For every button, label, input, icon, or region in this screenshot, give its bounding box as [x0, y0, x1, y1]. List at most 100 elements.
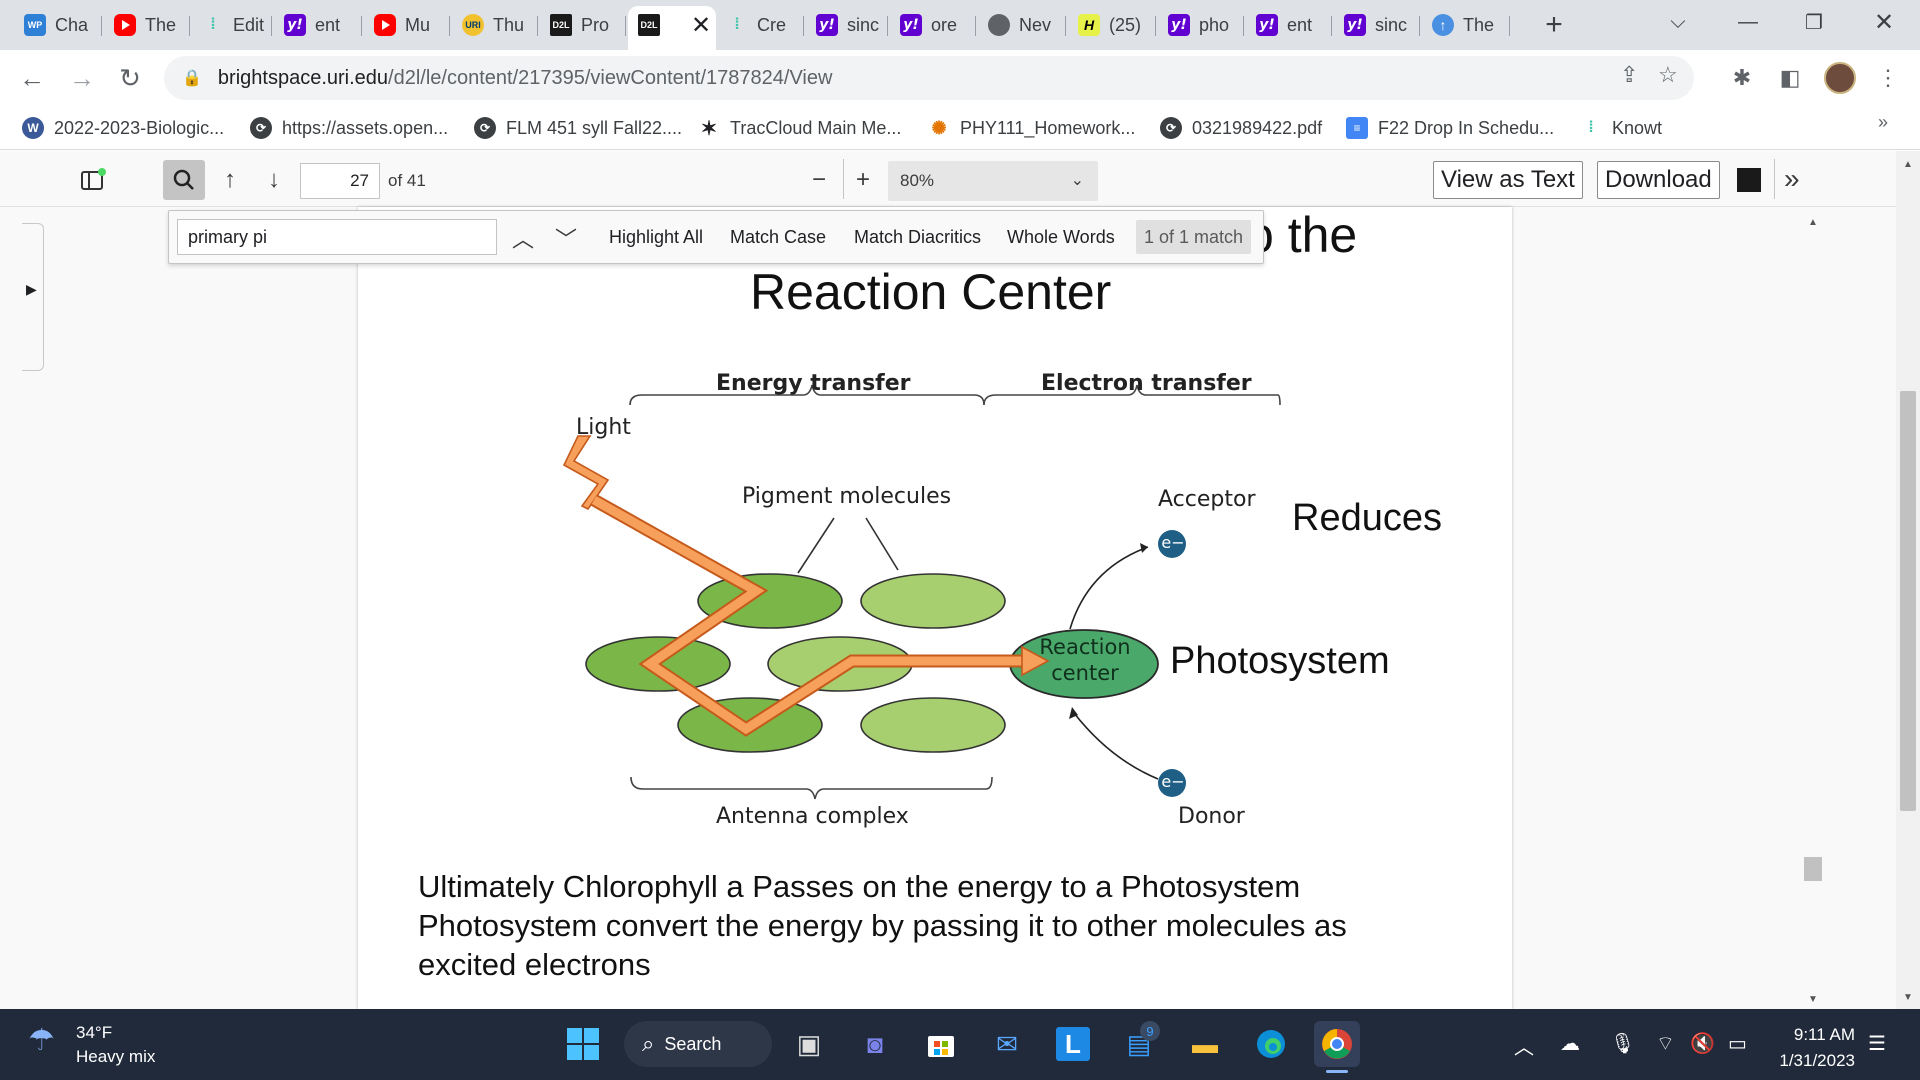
- tray-overflow-chevron-icon[interactable]: ︿: [1514, 1037, 1534, 1059]
- extensions-icon[interactable]: ✱: [1732, 65, 1752, 90]
- presentation-mode-icon[interactable]: [1737, 168, 1761, 192]
- tab[interactable]: H(25): [1068, 6, 1156, 44]
- page-number-input[interactable]: 27: [300, 163, 380, 199]
- onedrive-cloud-icon[interactable]: ☁: [1560, 1033, 1580, 1055]
- pdf-scrollbar[interactable]: ▲ ▼: [1804, 207, 1822, 1009]
- bookmarks-overflow-icon[interactable]: »: [1878, 112, 1889, 132]
- close-window-icon[interactable]: ✕: [1873, 8, 1895, 36]
- weather-temperature[interactable]: 34°F: [76, 1023, 113, 1042]
- windows-logo-glyph: [567, 1028, 599, 1060]
- page-scrollbar[interactable]: ▲ ▼: [1896, 151, 1920, 1009]
- tab[interactable]: ⁞Cre: [716, 6, 804, 44]
- tools-double-chevron-icon[interactable]: »: [1784, 163, 1800, 194]
- restore-icon[interactable]: ❐: [1805, 11, 1823, 34]
- tab-search-chevron-icon[interactable]: ⌵: [1670, 10, 1686, 33]
- new-tab-button[interactable]: +: [1545, 8, 1563, 41]
- sidebar-expand-arrow-icon[interactable]: ▶: [26, 281, 37, 297]
- bookmark-item[interactable]: ⟳0321989422.pdf: [1160, 114, 1322, 142]
- task-view-icon[interactable]: ▣: [796, 1028, 822, 1059]
- tab[interactable]: y!ent: [1246, 6, 1332, 44]
- sidebar-handle[interactable]: [22, 223, 44, 371]
- find-toggle-search-icon[interactable]: [163, 160, 205, 200]
- zoom-select[interactable]: 80%⌄: [888, 161, 1098, 201]
- close-tab-icon[interactable]: ✕: [691, 11, 712, 39]
- next-page-arrow-down-icon[interactable]: ↓: [268, 166, 280, 193]
- scroll-down-arrow-icon[interactable]: ▼: [1808, 994, 1818, 1005]
- zoom-in-plus-icon[interactable]: +: [855, 166, 870, 193]
- tab[interactable]: y!sinc: [1334, 6, 1420, 44]
- whole-words-toggle[interactable]: Whole Words: [1007, 227, 1115, 247]
- scroll-up-arrow-icon[interactable]: ▲: [1903, 159, 1913, 170]
- tab-active[interactable]: D2L✕: [628, 6, 716, 50]
- reload-icon[interactable]: ↻: [119, 62, 141, 93]
- tab[interactable]: y!ore: [890, 6, 976, 44]
- start-windows-icon[interactable]: [560, 1021, 606, 1067]
- launcher-l-icon[interactable]: L: [1050, 1021, 1096, 1067]
- find-next-chevron-down-icon[interactable]: ﹀: [554, 227, 577, 252]
- edge-browser-icon[interactable]: [1248, 1021, 1294, 1067]
- mail-badge-app-icon[interactable]: ▤ 9: [1116, 1021, 1162, 1067]
- scroll-up-arrow-icon[interactable]: ▲: [1808, 217, 1818, 228]
- tab[interactable]: ⁞Edit: [192, 6, 272, 44]
- sidebar-toggle-icon[interactable]: [74, 161, 112, 199]
- highlight-all-toggle[interactable]: Highlight All: [609, 227, 704, 247]
- mail-icon[interactable]: ✉: [996, 1028, 1018, 1059]
- microsoft-store-icon[interactable]: [918, 1021, 964, 1067]
- match-case-toggle[interactable]: Match Case: [730, 227, 827, 247]
- chrome-browser-icon[interactable]: [1314, 1021, 1360, 1073]
- bookmark-item[interactable]: ✶TracCloud Main Me...: [698, 114, 902, 142]
- bookmark-item[interactable]: ⟳FLM 451 syll Fall22....: [474, 114, 682, 142]
- address-bar[interactable]: 🔒 brightspace.uri.edu/d2l/le/content/217…: [164, 56, 1694, 100]
- file-explorer-icon[interactable]: ▬: [1192, 1028, 1218, 1059]
- teams-chat-icon[interactable]: ◙: [867, 1028, 883, 1059]
- view-as-text-button[interactable]: View as Text: [1433, 161, 1583, 199]
- share-icon[interactable]: ⇪: [1620, 62, 1639, 87]
- battery-icon[interactable]: ▭: [1728, 1033, 1747, 1055]
- side-panel-icon[interactable]: ◧: [1779, 65, 1801, 90]
- speaker-muted-icon[interactable]: 🔇: [1690, 1033, 1715, 1055]
- minimize-icon[interactable]: —: [1738, 10, 1758, 33]
- tab[interactable]: The: [104, 6, 190, 44]
- bookmark-item[interactable]: ⟳https://assets.open...: [250, 114, 448, 142]
- scroll-down-arrow-icon[interactable]: ▼: [1903, 992, 1913, 1003]
- notification-center-icon[interactable]: ☰: [1868, 1033, 1886, 1055]
- bookmark-item[interactable]: ✺PHY111_Homework...: [928, 114, 1135, 142]
- tab-separator: [537, 16, 538, 36]
- previous-page-arrow-up-icon[interactable]: ↑: [224, 166, 236, 193]
- taskbar-search[interactable]: ⌕Search: [624, 1021, 772, 1067]
- download-button[interactable]: Download: [1597, 161, 1720, 199]
- forward-icon[interactable]: →: [69, 62, 95, 93]
- profile-avatar[interactable]: [1824, 62, 1856, 94]
- weather-description[interactable]: Heavy mix: [76, 1047, 156, 1066]
- tab[interactable]: Nev: [978, 6, 1066, 44]
- antenna-complex-brace: [630, 776, 993, 800]
- clock-date[interactable]: 1/31/2023: [1779, 1051, 1855, 1070]
- page-scroll-thumb[interactable]: [1900, 391, 1916, 811]
- bookmark-star-icon[interactable]: ☆: [1658, 62, 1678, 87]
- back-icon[interactable]: ←: [19, 62, 45, 93]
- lock-icon[interactable]: 🔒: [182, 70, 202, 87]
- pigment-pointer-line: [797, 517, 835, 574]
- pdf-scroll-thumb[interactable]: [1804, 857, 1822, 881]
- microphone-icon[interactable]: 🎙: [1610, 1033, 1636, 1055]
- tab[interactable]: Mu: [364, 6, 450, 44]
- weather-umbrella-icon[interactable]: ☂: [28, 1024, 55, 1057]
- bookmark-item[interactable]: ⁞Knowt: [1580, 114, 1662, 142]
- menu-kebab-icon[interactable]: ⋮: [1877, 65, 1899, 90]
- tab[interactable]: ↑The: [1422, 6, 1510, 44]
- tab[interactable]: y!sinc: [806, 6, 888, 44]
- wifi-icon[interactable]: ⌔: [1656, 1033, 1675, 1055]
- tab[interactable]: y!ent: [274, 6, 362, 44]
- clock-time[interactable]: 9:11 AM: [1793, 1025, 1855, 1044]
- find-input[interactable]: primary pi: [177, 219, 497, 255]
- tab[interactable]: y!pho: [1158, 6, 1244, 44]
- donor-label: Donor: [1178, 804, 1245, 829]
- find-previous-chevron-up-icon[interactable]: ︿: [511, 227, 534, 252]
- match-diacritics-toggle[interactable]: Match Diacritics: [854, 227, 982, 247]
- bookmark-item[interactable]: ≡F22 Drop In Schedu...: [1346, 114, 1554, 142]
- zoom-out-minus-icon[interactable]: −: [811, 166, 826, 193]
